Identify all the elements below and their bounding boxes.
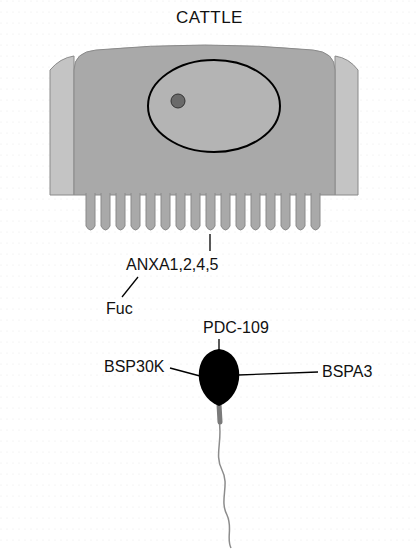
microvillus bbox=[251, 190, 260, 230]
sperm-head bbox=[199, 349, 240, 406]
microvillus bbox=[176, 190, 185, 230]
microvillus bbox=[86, 190, 95, 230]
microvillus bbox=[281, 190, 290, 230]
sperm-midpiece bbox=[219, 404, 220, 422]
sperm-tail bbox=[219, 420, 231, 548]
leader-line bbox=[209, 234, 210, 251]
microvillus bbox=[296, 190, 305, 230]
leader-line bbox=[122, 277, 138, 297]
neighbour-cell bbox=[50, 56, 74, 195]
microvillus bbox=[191, 190, 200, 230]
microvillus bbox=[101, 190, 110, 230]
nucleolus bbox=[171, 94, 185, 108]
microvillus bbox=[131, 190, 140, 230]
microvillus bbox=[221, 190, 230, 230]
neighbour-cell bbox=[335, 56, 358, 195]
protein-label: BSPA3 bbox=[322, 363, 372, 381]
microvillus bbox=[266, 190, 275, 230]
microvillus bbox=[206, 190, 215, 230]
microvillus bbox=[236, 190, 245, 230]
sugar-label: Fuc bbox=[106, 300, 133, 318]
title: CATTLE bbox=[0, 9, 419, 27]
microvillus bbox=[311, 190, 320, 230]
cell-fill bbox=[75, 185, 334, 193]
leader-line bbox=[238, 372, 318, 375]
microvillus bbox=[116, 190, 125, 230]
protein-label: ANXA1,2,4,5 bbox=[126, 256, 219, 274]
microvillus bbox=[161, 190, 170, 230]
protein-label: BSP30K bbox=[104, 358, 164, 376]
epithelial-cell bbox=[74, 45, 335, 195]
microvillus bbox=[146, 190, 155, 230]
nucleus bbox=[148, 60, 280, 152]
microvilli bbox=[75, 185, 334, 230]
leader-line bbox=[170, 368, 200, 376]
protein-label: PDC-109 bbox=[203, 319, 269, 337]
